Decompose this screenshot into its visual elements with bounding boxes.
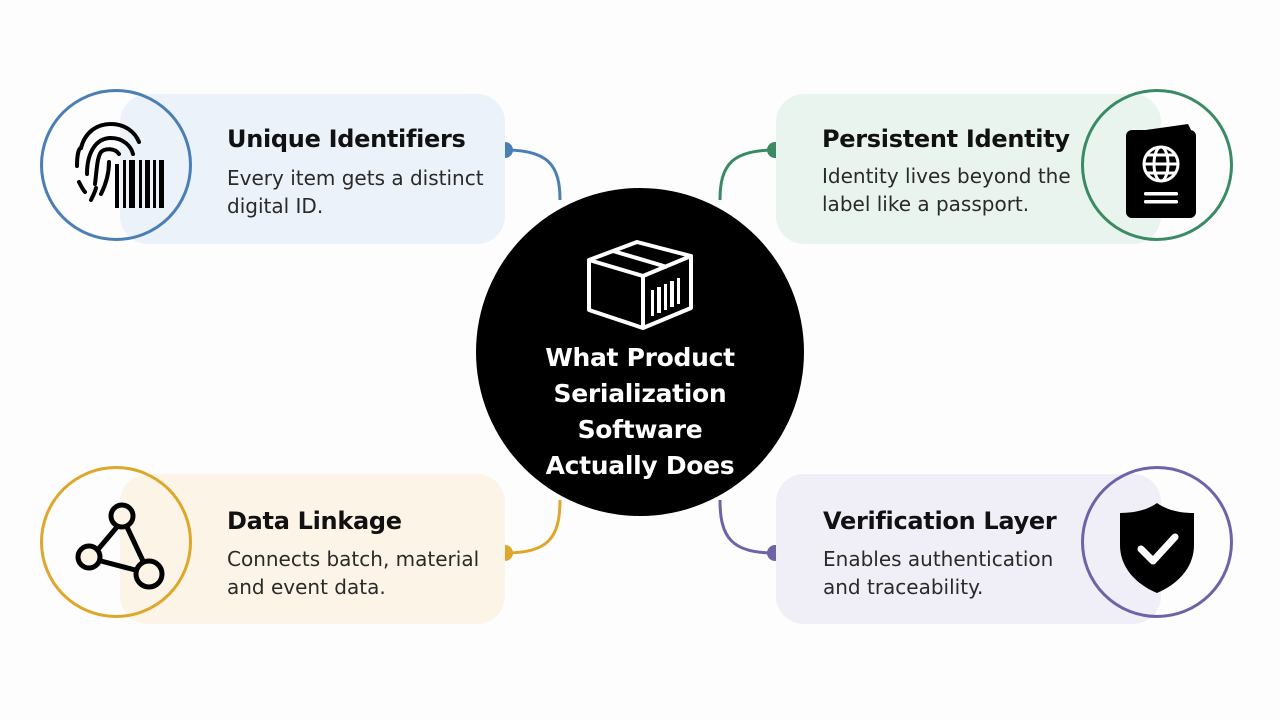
hub-title: What Product Serialization Software Actu… (490, 340, 790, 484)
hub-title-line-2: Serialization Software (553, 379, 727, 444)
hub-title-line-3: Actually Does (545, 451, 735, 480)
data-linkage-icon-ring (40, 466, 192, 618)
central-hub: What Product Serialization Software Actu… (476, 188, 804, 516)
data-linkage-description: Connects batch, material and event data. (227, 547, 480, 599)
unique-identifiers-icon-ring (40, 89, 192, 241)
verification-layer-description: Enables authentication and traceability. (823, 547, 1054, 599)
connector-verification-layer (718, 499, 776, 555)
persistent-identity-icon-ring (1081, 89, 1233, 241)
hub-title-line-1: What Product (545, 343, 735, 372)
persistent-identity-title: Persistent Identity (822, 125, 1070, 153)
connector-persistent-identity (718, 148, 776, 201)
fingerprint-barcode-icon (75, 121, 164, 208)
connector-data-linkage (504, 499, 562, 555)
verification-layer-icon-ring (1081, 466, 1233, 618)
unique-identifiers-description: Every item gets a distinct digital ID. (227, 166, 484, 218)
unique-identifiers-title: Unique Identifiers (227, 125, 466, 153)
shield-check-icon (1120, 503, 1194, 593)
passport-icon (1126, 124, 1196, 218)
network-nodes-icon (75, 502, 165, 590)
connector-unique-identifiers (504, 148, 562, 201)
data-linkage-title: Data Linkage (227, 507, 402, 535)
persistent-identity-description: Identity lives beyond the label like a p… (822, 164, 1071, 216)
verification-layer-title: Verification Layer (823, 507, 1057, 535)
package-box-icon (587, 240, 693, 330)
